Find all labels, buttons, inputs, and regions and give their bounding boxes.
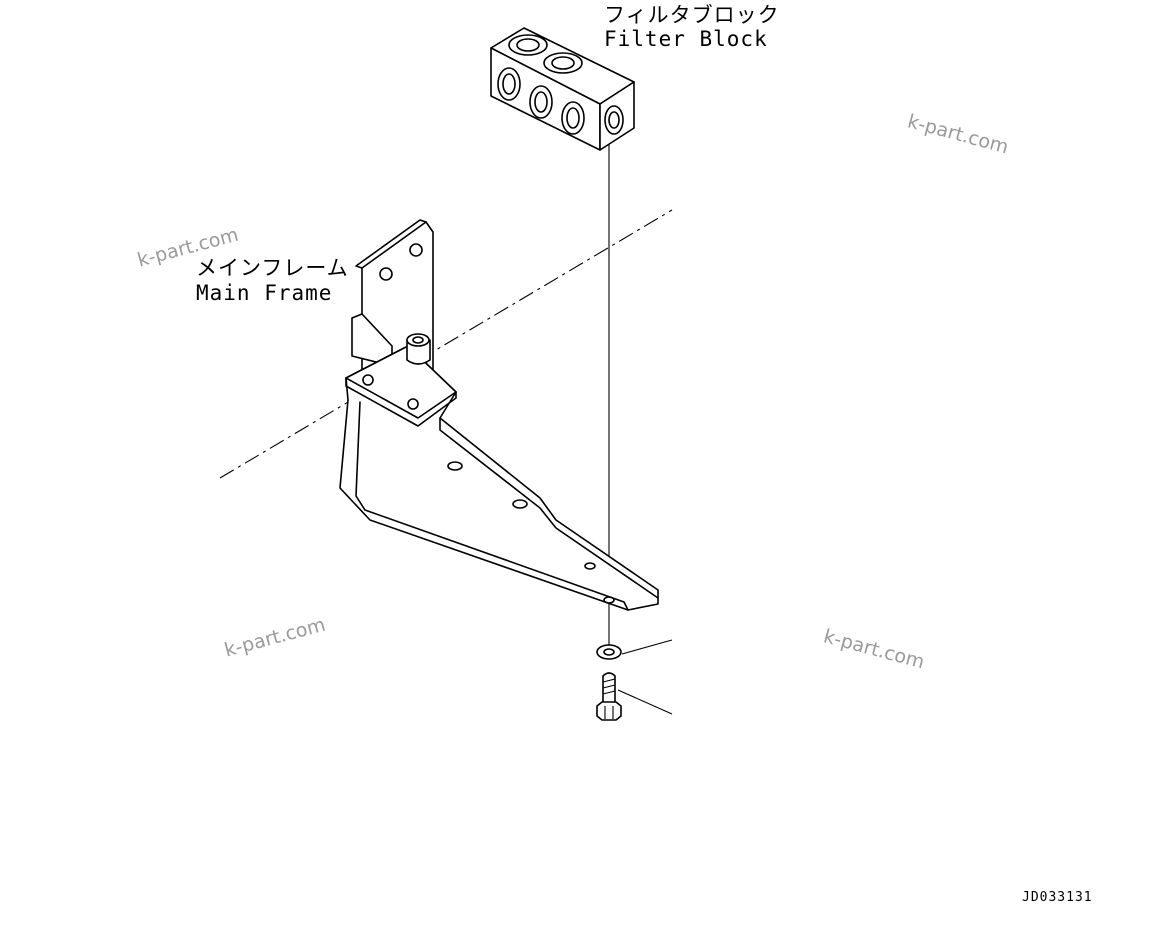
main-frame-label-jp: メインフレーム xyxy=(196,256,349,280)
frame-base-plate-edge xyxy=(439,417,659,599)
filter-block-port xyxy=(508,34,548,56)
frame-base-hole xyxy=(512,499,528,509)
frame-pad-hole xyxy=(407,398,419,410)
main-frame-bracket xyxy=(339,219,659,611)
filter-block-port xyxy=(497,67,521,101)
filter-block-port xyxy=(561,101,585,135)
frame-boss-bore xyxy=(412,336,424,344)
drawing-code: JD033131 xyxy=(1022,890,1093,905)
filter-block-label-jp: フィルタブロック xyxy=(604,3,780,27)
filter-block-port-bore xyxy=(608,111,620,129)
frame-base-hole xyxy=(584,562,596,570)
frame-upright-hole xyxy=(379,267,393,281)
filter-block-port xyxy=(604,105,624,135)
filter-block-port-bore xyxy=(516,38,540,52)
filter-block-port-bore xyxy=(551,56,575,70)
filter-block-label-en: Filter Block xyxy=(604,27,768,51)
main-frame-label-en: Main Frame xyxy=(196,281,333,305)
bolt-leader-line xyxy=(617,689,673,715)
filter-block xyxy=(490,27,635,151)
frame-pad-hole xyxy=(362,374,374,386)
frame-upright-plate-edge xyxy=(355,219,427,269)
bolt-shank xyxy=(602,672,616,705)
frame-base-hole xyxy=(447,461,463,471)
frame-base-plate-edge xyxy=(355,401,629,611)
bolt-head xyxy=(596,701,622,721)
frame-mounting-pad-edge xyxy=(345,377,457,427)
washer xyxy=(596,639,673,660)
filter-block-port-bore xyxy=(534,91,548,113)
frame-centerline xyxy=(219,209,673,479)
filter-block-port xyxy=(529,85,553,119)
frame-boss-top xyxy=(406,333,430,347)
bolt xyxy=(596,672,673,721)
filter-block-port-bore xyxy=(566,107,580,129)
frame-upright-hole xyxy=(409,243,423,257)
frame-base-hole xyxy=(603,596,615,604)
filter-block-port-bore xyxy=(502,73,516,95)
washer-leader-line xyxy=(621,639,673,655)
filter-block-port xyxy=(543,52,583,74)
filter-block-end-face xyxy=(599,81,635,151)
